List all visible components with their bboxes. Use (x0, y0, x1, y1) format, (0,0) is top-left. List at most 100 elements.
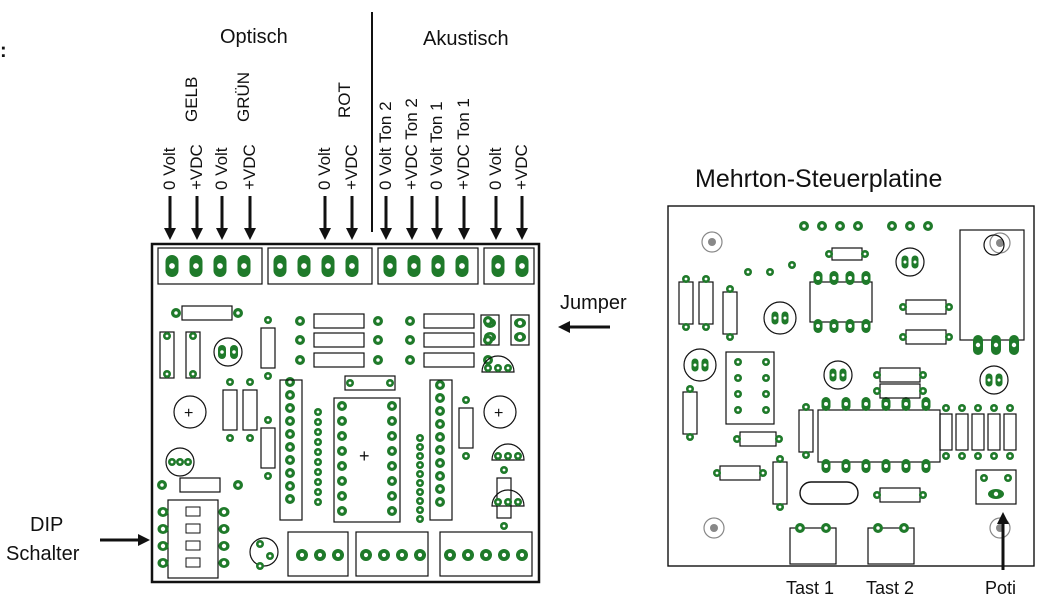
electrolytic-4 (979, 365, 1009, 395)
pad-hole (890, 224, 894, 228)
resistor-array-right (429, 379, 453, 521)
pad-hole (875, 373, 879, 377)
pad-hole (288, 380, 292, 384)
pad-hole (486, 366, 490, 370)
pad-hole (268, 554, 272, 558)
pad-hole (381, 552, 387, 558)
pad-hole (944, 406, 948, 410)
vertical-diode-1 (260, 327, 276, 369)
pad-hole (838, 224, 842, 228)
diode-4 (423, 313, 475, 329)
button2-label: Tast 2 (866, 578, 915, 598)
pad-hole (506, 454, 510, 458)
vertical-diode-5 (458, 407, 474, 449)
pad-hole (736, 360, 740, 364)
pad-hole (960, 454, 964, 458)
pin-arrow-7-head (380, 228, 392, 240)
pad-hole (301, 263, 307, 269)
diode-6 (423, 352, 475, 368)
pad-hole (903, 260, 907, 264)
pad-hole (298, 319, 302, 323)
terminal-block-top-4 (483, 247, 535, 285)
pad-hole (376, 358, 380, 362)
pad-hole (390, 419, 394, 423)
pin-arrow-4-head (244, 228, 256, 240)
dip-arrow-head (138, 534, 150, 546)
transistor-2 (491, 443, 525, 461)
pad-hole (483, 552, 489, 558)
pin-arrow-2-head (191, 228, 203, 240)
pad-hole (824, 526, 828, 530)
pad-hole (688, 387, 692, 391)
pad-hole (438, 383, 442, 387)
pad-hole (178, 460, 182, 464)
pad-hole (288, 445, 292, 449)
pad-hole (496, 500, 500, 504)
pad-hole (736, 408, 740, 412)
terminal-block-top-2 (267, 247, 373, 285)
pad-hole (174, 311, 178, 315)
pad-hole (232, 350, 236, 354)
pad-hole (170, 460, 174, 464)
pad-hole (804, 405, 808, 409)
dip-label-line1: DIP (30, 514, 64, 536)
jumper-2 (510, 314, 530, 346)
pad-hole (340, 434, 344, 438)
jumper-1 (480, 314, 500, 346)
pad-hole (844, 402, 848, 406)
pad-hole (496, 366, 500, 370)
pad-hole (316, 480, 320, 484)
passive-component-7 (879, 487, 921, 503)
pad-hole (165, 372, 169, 376)
vertical-component-5 (798, 409, 814, 453)
pad-hole (802, 224, 806, 228)
pad-hole (804, 453, 808, 457)
pad-hole (863, 252, 867, 256)
diode-bottom (179, 477, 221, 493)
pad-hole (517, 320, 523, 326)
pad-hole (299, 552, 305, 558)
pad-hole (217, 263, 223, 269)
pad-hole (832, 324, 836, 328)
terminal-block-bottom-2 (355, 531, 429, 577)
pad-hole (288, 484, 292, 488)
trimmer (483, 395, 517, 429)
pad-hole (764, 360, 768, 364)
electrolytic-capacitor (213, 337, 243, 367)
pad-hole (340, 494, 344, 498)
pad-hole (258, 542, 262, 546)
pad-hole (160, 483, 164, 487)
pad-hole (831, 373, 835, 377)
pad-hole (827, 252, 831, 256)
dip-slider (185, 506, 201, 517)
pad-hole (316, 440, 320, 444)
electrolytic-1 (763, 301, 797, 335)
pad-hole (715, 471, 719, 475)
pad-hole (502, 524, 506, 528)
pad-hole (924, 464, 928, 468)
pad-hole (288, 419, 292, 423)
pad-hole (975, 342, 981, 348)
pad-hole (960, 406, 964, 410)
ic-socket-mid (725, 351, 775, 425)
pad-hole (987, 378, 991, 382)
trimmer-mark: + (184, 405, 193, 422)
pad-hole (768, 270, 772, 274)
pad-hole (746, 270, 750, 274)
pad-hole (921, 493, 925, 497)
pad-hole (220, 350, 224, 354)
mounting-hole-1 (701, 231, 723, 253)
small-trimmer (249, 537, 279, 567)
dip-slider (185, 523, 201, 534)
pad-hole (438, 487, 442, 491)
diode-2 (313, 332, 365, 348)
pad-hole (376, 319, 380, 323)
pad-hole (519, 552, 525, 558)
resistor-bank (971, 413, 985, 451)
pad-hole (335, 552, 341, 558)
jumper-arrow-head (558, 321, 570, 333)
pad-hole (856, 224, 860, 228)
pad-hole (924, 402, 928, 406)
pad-hole (438, 474, 442, 478)
pad-hole (764, 376, 768, 380)
